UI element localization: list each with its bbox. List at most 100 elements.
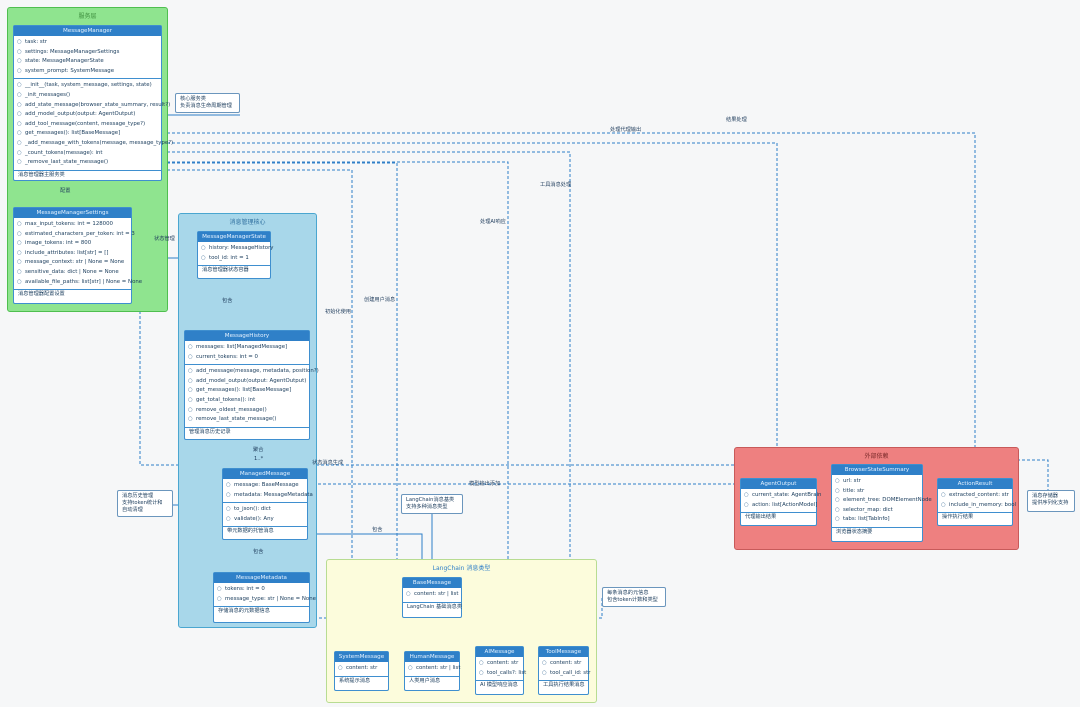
- visibility-icon: ○: [226, 515, 231, 522]
- member-text: add_tool_message(content, message_type?): [25, 120, 146, 127]
- class-description: 带元数据的托管消息: [227, 528, 274, 535]
- attribute-row: ○element_tree: DOMElementNode: [835, 496, 932, 506]
- visibility-icon: ○: [188, 377, 193, 384]
- service-layer-title: 服务层: [78, 13, 97, 20]
- ai-message-class[interactable]: AIMessage○content: str○tool_calls?: list…: [475, 646, 526, 695]
- visibility-icon: ○: [17, 58, 22, 65]
- history-note: 消息历史管理支持token统计和自动清理: [117, 490, 173, 517]
- visibility-icon: ○: [17, 111, 22, 118]
- attribute-row: ○estimated_characters_per_token: int = 3: [17, 230, 135, 240]
- visibility-icon: ○: [479, 660, 484, 666]
- member-text: content: str | list: [416, 665, 461, 671]
- label-config: 配置: [60, 188, 71, 194]
- member-text: tool_calls?: list: [487, 669, 527, 676]
- member-text: tool_call_id: str: [550, 669, 591, 676]
- visibility-icon: ○: [835, 516, 840, 523]
- label-state-management: 状态管理: [154, 236, 175, 242]
- action-result-class[interactable]: ActionResult○extracted_content: str○incl…: [937, 478, 1016, 526]
- visibility-icon: ○: [226, 506, 231, 513]
- member-text: _add_message_with_tokens(message, messag…: [25, 139, 174, 146]
- attribute-row: ○title: str: [835, 487, 919, 497]
- note-line: 提供序列化支持: [1032, 500, 1069, 506]
- attribute-row: ○content: str | list: [406, 590, 458, 600]
- class-name: BrowserStateSummary: [832, 465, 922, 475]
- member-text: action: list[ActionModel]: [752, 501, 818, 508]
- method-row: ○add_model_output(output: AgentOutput): [188, 377, 306, 387]
- message-manager-state-class[interactable]: MessageManagerState○history: MessageHist…: [197, 231, 273, 279]
- method-row: ○add_model_output(output: AgentOutput): [17, 110, 158, 120]
- dep-create-user: [162, 162, 398, 651]
- dep-ai-response: [162, 161, 509, 646]
- attribute-row: ○tool_calls?: list: [479, 669, 526, 679]
- class-name: MessageManager: [14, 26, 161, 36]
- attribute-section: ○current_state: AgentBrain○action: list[…: [741, 489, 821, 514]
- class-description: 浏览器状态摘要: [836, 528, 873, 535]
- member-text: sensitive_data: dict | None = None: [25, 268, 119, 275]
- attribute-row: ○extracted_content: str: [941, 491, 1009, 501]
- visibility-icon: ○: [188, 416, 193, 423]
- member-text: tabs: list[TabInfo]: [843, 516, 890, 523]
- class-name: HumanMessage: [405, 652, 459, 662]
- attribute-row: ○message: BaseMessage: [226, 481, 304, 491]
- visibility-icon: ○: [17, 268, 22, 275]
- method-row: ○add_state_message(browser_state_summary…: [17, 101, 170, 111]
- member-text: remove_oldest_message(): [196, 406, 267, 413]
- attribute-row: ○message_type: str | None = None: [217, 595, 316, 605]
- method-section: ○add_message(message, metadata, position…: [185, 365, 319, 428]
- method-row: ○_add_message_with_tokens(message, messa…: [17, 139, 173, 149]
- tool-message-class[interactable]: ToolMessage○content: str○tool_call_id: s…: [538, 646, 591, 695]
- member-text: current_state: AgentBrain: [752, 492, 822, 498]
- note-line: LangChain消息基类: [406, 497, 455, 503]
- member-text: add_model_output(output: AgentOutput): [196, 377, 307, 384]
- message-metadata-class[interactable]: MessageMetadata○tokens: int = 0○message_…: [213, 572, 316, 623]
- member-text: message_context: str | None = None: [25, 259, 125, 266]
- member-text: content: str: [346, 665, 378, 671]
- visibility-icon: ○: [17, 259, 22, 266]
- method-section: ○to_json(): dict○validate(): Any: [223, 503, 307, 528]
- method-row: ○add_message(message, metadata, position…: [188, 367, 319, 377]
- visibility-icon: ○: [744, 492, 749, 498]
- member-text: title: str: [843, 487, 865, 494]
- message-manager-settings-class[interactable]: MessageManagerSettings○max_input_tokens:…: [13, 207, 142, 304]
- member-text: content: str | list: [414, 591, 459, 597]
- member-text: validate(): Any: [234, 515, 274, 522]
- dep-init-use: [162, 169, 353, 651]
- member-text: task: str: [25, 39, 48, 45]
- visibility-icon: ○: [188, 368, 193, 375]
- attribute-section: ○url: str○title: str○element_tree: DOMEl…: [832, 475, 932, 528]
- message-manager-class[interactable]: MessageManager○task: str○settings: Messa…: [13, 25, 173, 181]
- member-text: _remove_last_state_message(): [25, 159, 109, 166]
- attribute-section: ○content: str○tool_call_id: str: [539, 657, 591, 682]
- class-description: LangChain 基础消息类: [407, 603, 463, 610]
- visibility-icon: ○: [17, 101, 22, 108]
- attribute-row: ○image_tokens: int = 800: [17, 239, 128, 249]
- class-name: MessageMetadata: [214, 573, 309, 583]
- visibility-icon: ○: [201, 254, 206, 261]
- visibility-icon: ○: [17, 230, 22, 237]
- member-text: system_prompt: SystemMessage: [25, 67, 115, 74]
- member-text: get_messages(): list[BaseMessage]: [196, 387, 292, 394]
- note-line: 负责消息生命周期管理: [180, 103, 232, 109]
- attribute-row: ○content: str | list: [408, 664, 460, 674]
- browser-state-summary-class[interactable]: BrowserStateSummary○url: str○title: str○…: [831, 464, 932, 542]
- member-text: available_file_paths: list[str] | None =…: [25, 278, 143, 285]
- visibility-icon: ○: [338, 665, 343, 671]
- method-row: ○get_total_tokens(): int: [188, 396, 306, 406]
- method-row: ○get_messages(): list[BaseMessage]: [17, 129, 158, 139]
- managed-message-class[interactable]: ManagedMessage○message: BaseMessage○meta…: [222, 468, 313, 540]
- note-line: 消息历史管理: [122, 493, 154, 499]
- label-model-output-add: 模型输出添加: [469, 481, 501, 487]
- visibility-icon: ○: [188, 387, 193, 394]
- attribute-section: ○extracted_content: str○include_in_memor…: [938, 489, 1016, 514]
- message-history-class[interactable]: MessageHistory○messages: list[ManagedMes…: [184, 330, 319, 440]
- note-line: 消息存储器: [1032, 493, 1058, 499]
- class-description: 管理消息历史记录: [189, 428, 231, 435]
- method-row: ○remove_oldest_message(): [188, 406, 306, 416]
- visibility-icon: ○: [217, 586, 222, 592]
- visibility-icon: ○: [226, 491, 231, 498]
- attribute-section: ○task: str○settings: MessageManagerSetti…: [14, 36, 161, 80]
- agent-output-class[interactable]: AgentOutput○current_state: AgentBrain○ac…: [740, 478, 821, 526]
